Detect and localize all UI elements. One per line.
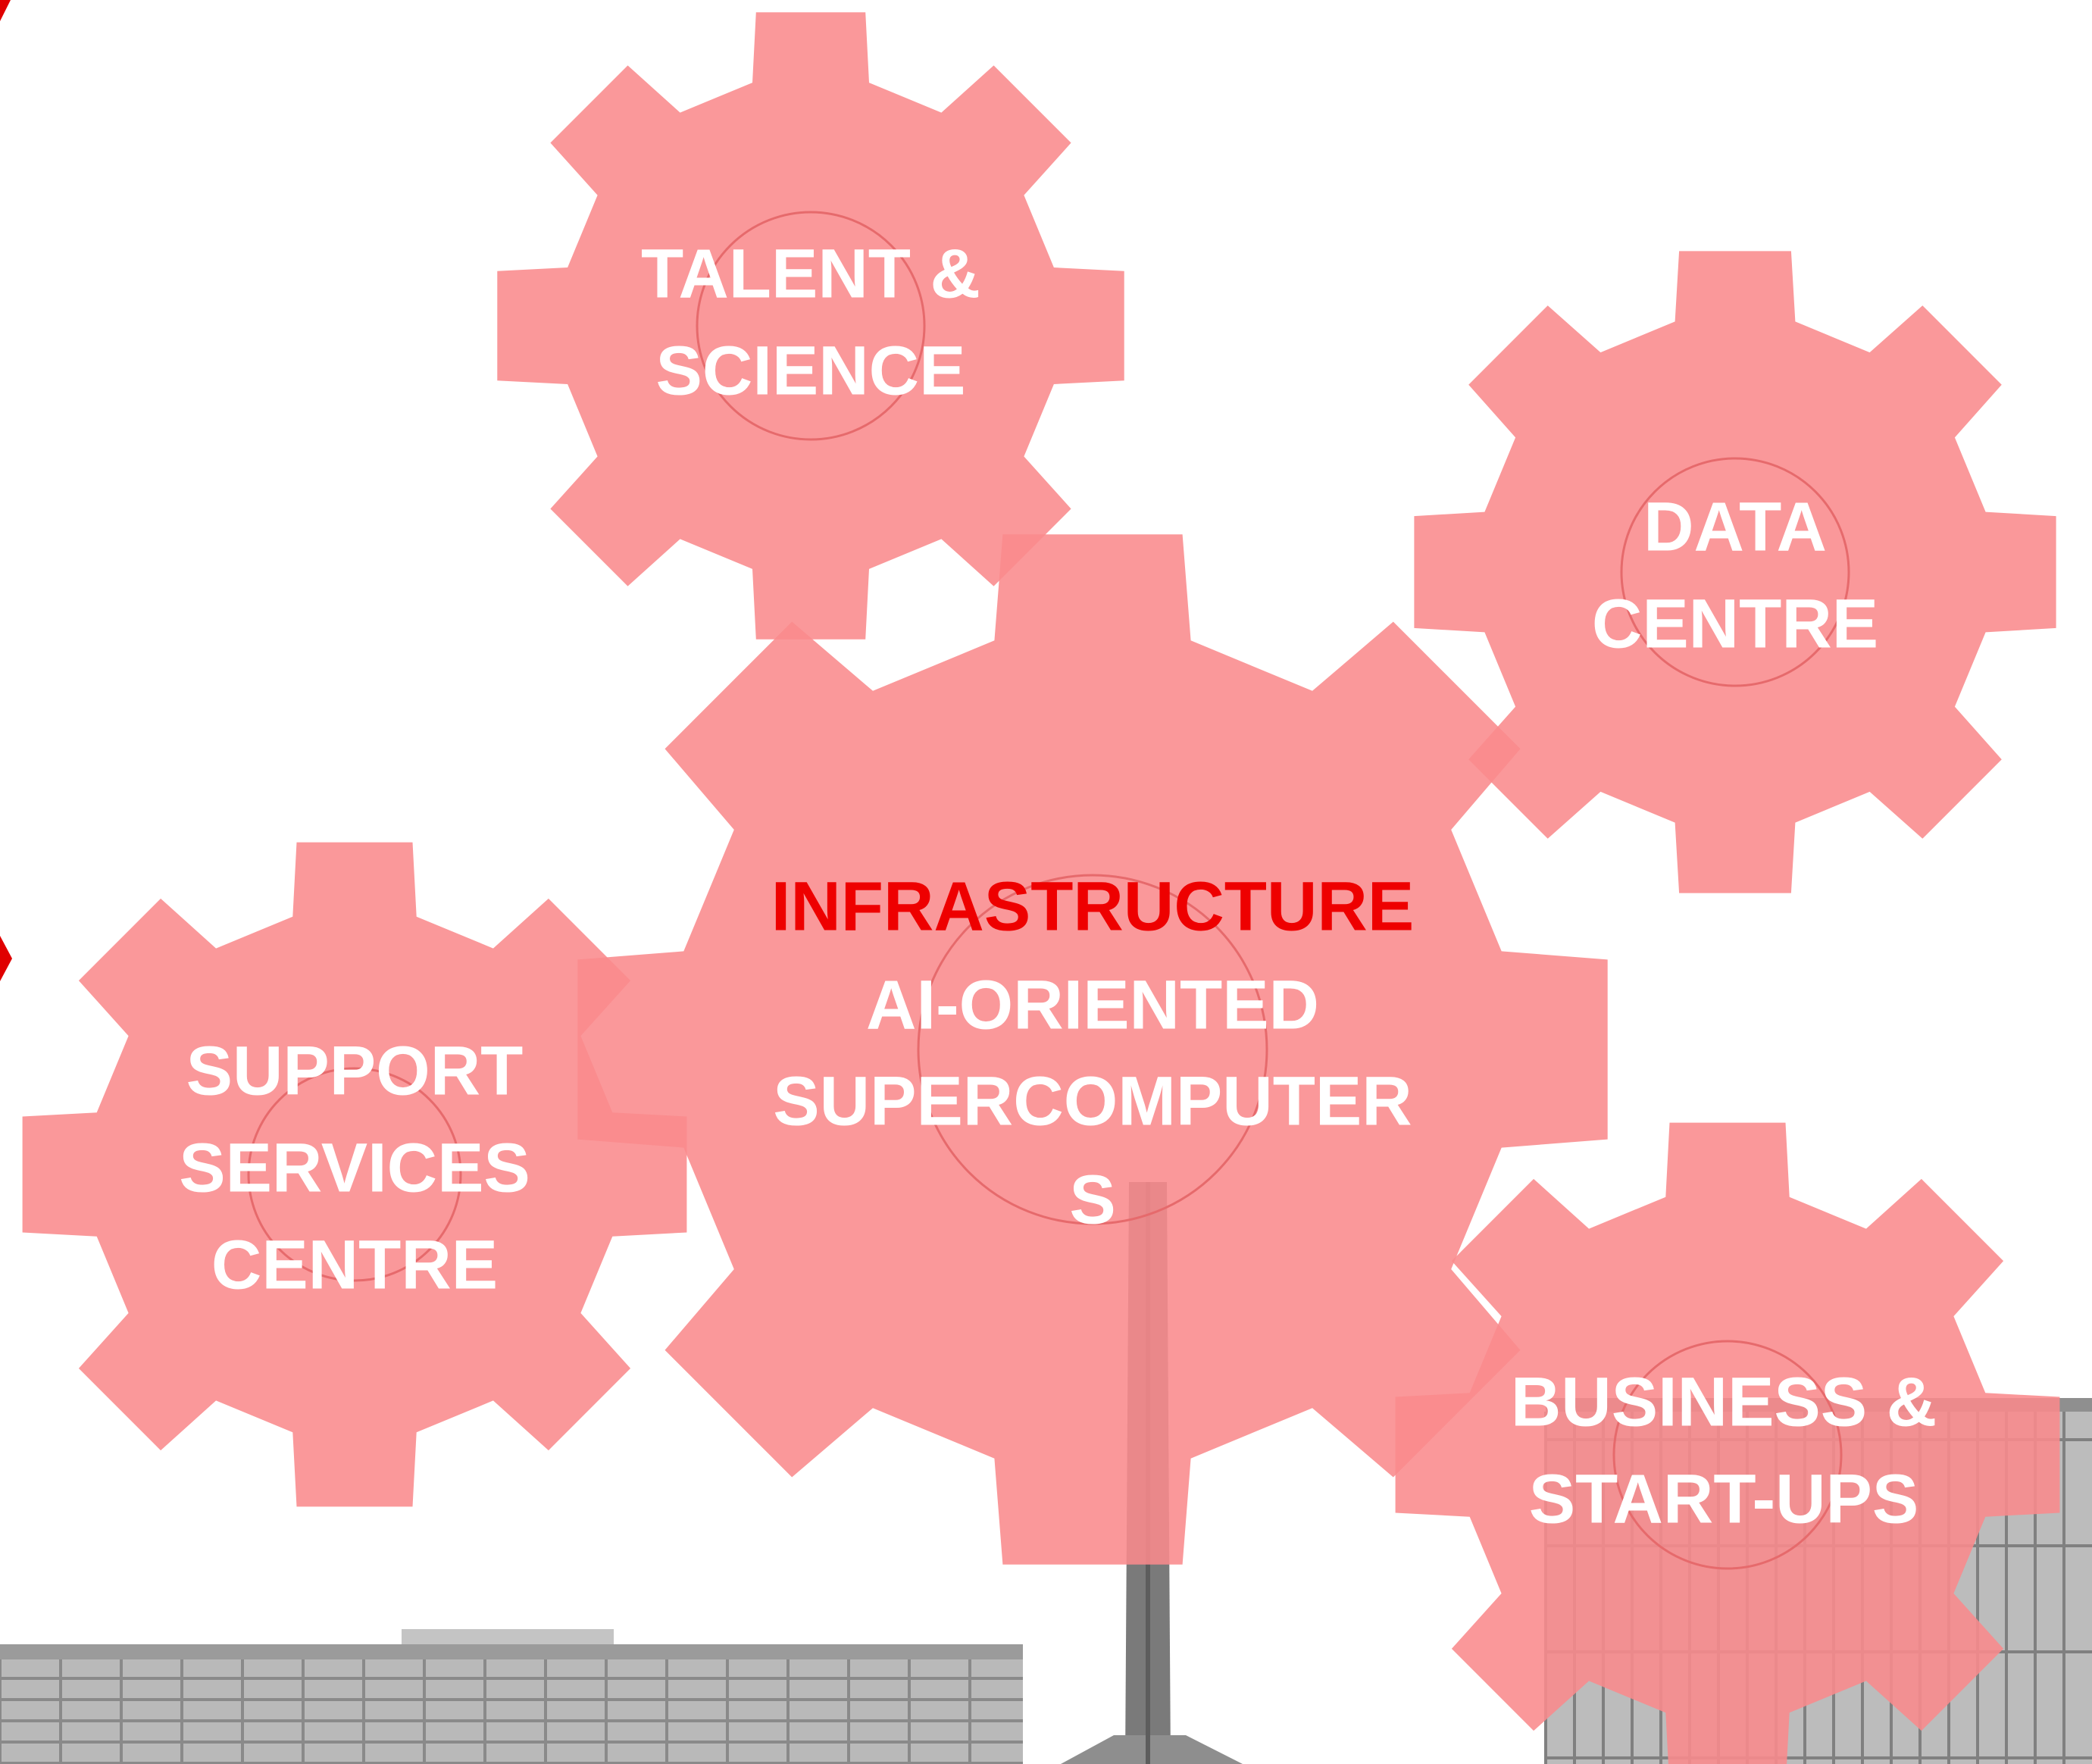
gear-infrastructure-body (577, 534, 1608, 1565)
arrow-fragments (0, 0, 12, 981)
gear-talent-science (497, 12, 1124, 640)
gear-talent-science-body (497, 12, 1124, 640)
infra-line-1: AI-ORIENTED (866, 966, 1319, 1043)
business-line-1: BUSINESS & (1511, 1363, 1937, 1440)
support-services-label: SUPPORT SERVICES CENTRE (179, 1032, 530, 1303)
building-left (0, 1629, 1023, 1764)
talent-science-label: TALENT & SCIENCE (641, 235, 980, 409)
gear-support-services (22, 842, 687, 1507)
infrastructure-label: INFRASTRUCTURE AI-ORIENTED SUPERCOMPUTER… (771, 868, 1414, 1238)
gear-business-startups-body (1395, 1122, 2060, 1764)
gear-business-startups (1395, 1122, 2060, 1764)
gear-data-centre-body (1414, 251, 2056, 893)
infra-line-2: SUPERCOMPUTER (773, 1062, 1412, 1140)
gears-group (22, 12, 2060, 1764)
support-line-3: CENTRE (211, 1226, 498, 1303)
data-line-2: CENTRE (1592, 585, 1878, 662)
gear-infrastructure (577, 534, 1608, 1565)
support-line-1: SUPPORT (186, 1032, 524, 1109)
business-line-2: START-UPS (1529, 1460, 1919, 1537)
arrow-tip-left (0, 936, 12, 981)
gear-talent-science-hub-ring (696, 211, 926, 441)
data-centre-label: DATA CENTRE (1592, 488, 1878, 662)
gear-support-services-hub-ring (247, 1067, 462, 1282)
gear-support-services-body (22, 842, 687, 1507)
infra-line-3: S (1069, 1161, 1115, 1238)
business-startups-label: BUSINESS & START-UPS (1511, 1363, 1937, 1537)
gear-business-startups-hub-ring (1612, 1340, 1843, 1570)
arrow-tip-top (0, 0, 11, 21)
infrastructure-title: INFRASTRUCTURE (771, 868, 1414, 945)
talent-line-1: TALENT & (641, 235, 980, 312)
talent-line-2: SCIENCE (656, 332, 966, 409)
gear-data-centre-hub-ring (1620, 457, 1850, 687)
data-line-1: DATA (1643, 488, 1827, 565)
support-line-2: SERVICES (179, 1129, 530, 1206)
gear-infrastructure-hub-ring (917, 874, 1268, 1225)
gear-data-centre (1414, 251, 2056, 893)
